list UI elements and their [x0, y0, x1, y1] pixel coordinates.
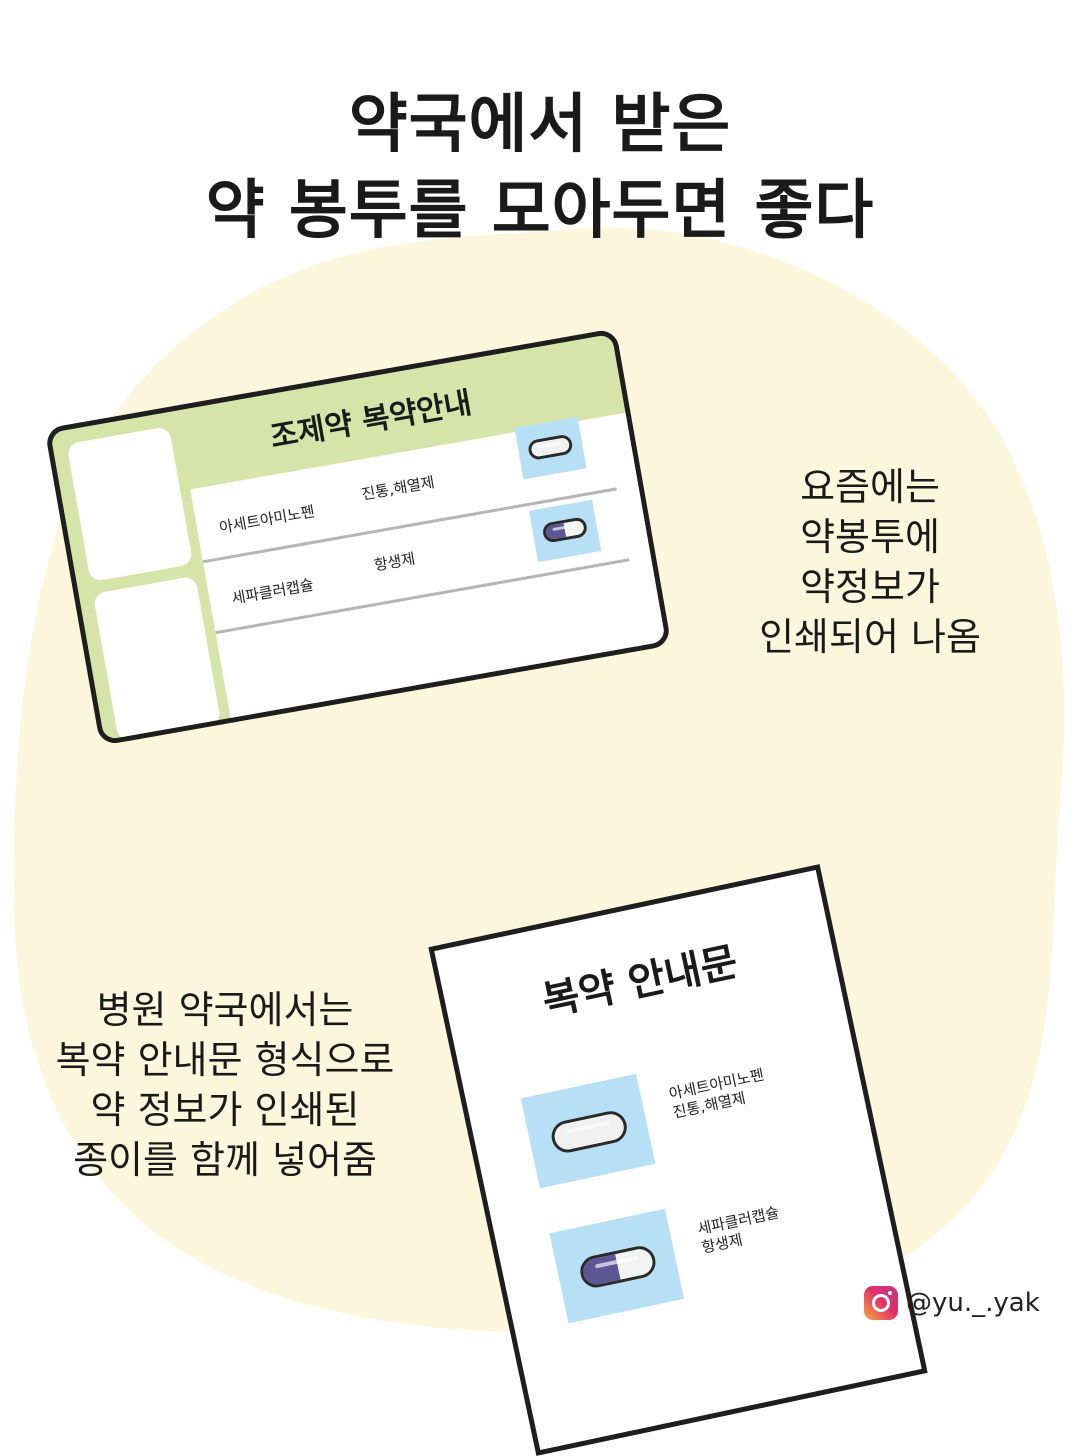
title-line-1: 약국에서 받은: [348, 88, 732, 162]
white-pill-icon: [548, 1108, 630, 1156]
pill-image-box: [529, 499, 602, 563]
drug-name: 세파클러캡슐: [230, 575, 315, 608]
caption-line: 종이를 함께 넣어줌: [73, 1138, 377, 1182]
drug-effect: 진통,해열제: [360, 473, 436, 504]
title-line-2: 약 봉투를 모아두면 좋다: [205, 174, 875, 248]
pill-image-box: [549, 1208, 684, 1324]
caption-line: 병원 약국에서는: [96, 988, 354, 1032]
instagram-handle[interactable]: @yu._.yak: [906, 1288, 1040, 1318]
guide-item-text: 세파클러캡슐 항생제: [696, 1203, 785, 1257]
caption-line: 약 정보가 인쇄된: [90, 1088, 360, 1132]
page-title: 약국에서 받은 약 봉투를 모아두면 좋다: [0, 82, 1080, 254]
drug-name: 아세트아미노펜: [217, 502, 317, 537]
caption-line: 인쇄되어 나옴: [759, 615, 981, 659]
capsule-pill-icon: [577, 1243, 659, 1291]
capsule-pill-icon: [541, 516, 589, 544]
instagram-credit[interactable]: @yu._.yak: [864, 1286, 1040, 1320]
caption-line: 요즘에는: [800, 465, 940, 509]
pill-image-box: [514, 417, 587, 480]
drug-effect: 항생제: [372, 549, 417, 575]
caption-line: 약봉투에: [800, 515, 940, 559]
envelope-window-top: [66, 426, 194, 583]
caption-line: 약정보가: [800, 565, 940, 609]
envelope-window-bottom: [92, 575, 222, 742]
envelope-caption: 요즘에는 약봉투에 약정보가 인쇄되어 나옴: [740, 462, 1000, 662]
guide-caption: 병원 약국에서는 복약 안내문 형식으로 약 정보가 인쇄된 종이를 함께 넣어…: [30, 985, 420, 1185]
pill-image-box: [520, 1073, 656, 1189]
instagram-icon: [864, 1286, 898, 1320]
guide-item-text: 아세트아미노펜 진통,해열제: [667, 1066, 769, 1123]
white-pill-icon: [526, 433, 574, 461]
caption-line: 복약 안내문 형식으로: [55, 1038, 395, 1082]
